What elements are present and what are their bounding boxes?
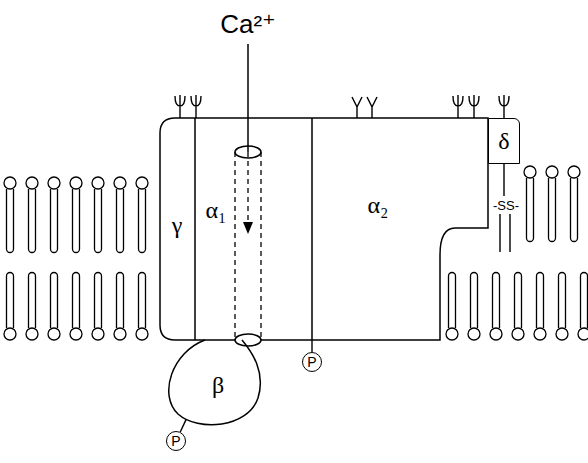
lipid [26,177,38,253]
lipid [512,273,524,341]
disulfide-link [503,164,504,196]
lipid [92,273,104,341]
node-text: δ [498,129,509,153]
glycosylation-symbol [175,95,509,118]
phospho-stub [311,340,312,352]
lipid [490,273,502,341]
lipid [26,273,38,341]
lipid [578,273,588,341]
lipid [446,273,458,341]
ion-arrow [247,152,248,224]
node-text: P [307,355,316,369]
subunit-divider [195,118,312,340]
node-text: P [171,434,180,448]
lipid [114,273,126,341]
disulfide-label: -SS- [492,199,520,212]
pore-mouth [235,334,261,346]
subunit-label: α₁ [203,196,230,224]
connector-line [180,419,186,432]
phosphate-circle: P [166,431,186,451]
lipid [92,177,104,253]
lipid [114,177,126,253]
ion-arrow [247,44,249,152]
node-text: β [212,373,224,397]
subunit-label: α₂ [365,191,392,219]
lipid [568,166,580,242]
node-text: γ [172,213,183,237]
lipid [136,177,148,253]
lipid [48,273,60,341]
channel-outline [160,118,488,340]
phosphate-circle: P [302,352,322,372]
lipid [48,177,60,253]
ion-label: Ca²⁺ [220,11,276,37]
lipid [468,273,480,341]
lipid [4,273,16,341]
lipid [70,273,82,341]
pore-wall [235,152,261,340]
subunit-label: γ [169,211,186,239]
lipid [524,166,536,242]
lipid [546,166,558,242]
lipid [534,273,546,341]
lipid [70,177,82,253]
arrow-head [243,222,253,234]
loop-line [169,340,261,425]
beta-subunit-loop: β [160,340,264,424]
delta-anchor [500,214,510,252]
lipid [136,273,148,341]
lipid [4,177,16,253]
node-text: α₁ [206,198,227,222]
node-text: α₂ [368,193,389,217]
lipid [556,273,568,341]
delta-subunit-box: δ [488,118,520,164]
